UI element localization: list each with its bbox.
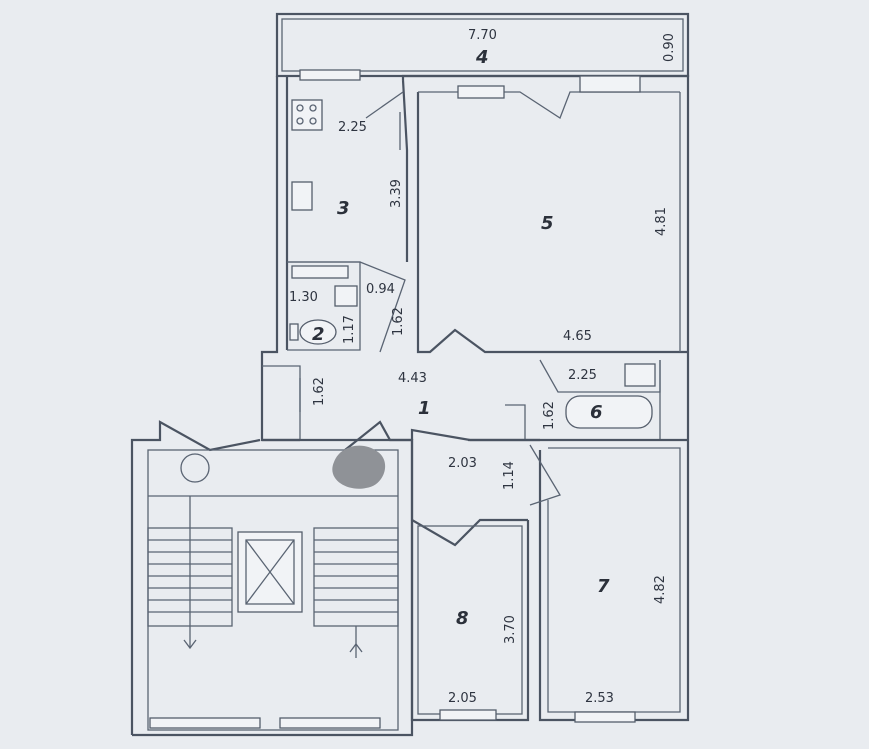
- room-number-7: 7: [597, 576, 610, 597]
- dim-kitchen-width: 2.25: [338, 120, 367, 135]
- dim-corridor-depth: 1.14: [502, 461, 517, 490]
- toilet-icon: [299, 319, 337, 345]
- bathtub-icon: [565, 395, 653, 429]
- stairs-right: [313, 527, 399, 658]
- stairwell: [130, 420, 414, 737]
- dim-balcony-width: 0.90: [662, 33, 677, 62]
- dim-hall-vertical-b: 1.62: [312, 377, 327, 406]
- dim-room8-length: 3.70: [503, 615, 518, 644]
- dim-bath-width: 2.25: [568, 368, 597, 383]
- dim-kitchen-length: 3.39: [389, 179, 404, 208]
- dim-wc-depth: 1.17: [342, 315, 357, 344]
- room-number-2: 2: [312, 324, 325, 345]
- stove-icon: [291, 99, 323, 131]
- room-5: [401, 74, 690, 440]
- dim-wc-width: 1.30: [289, 290, 318, 305]
- dim-hall-length: 4.43: [398, 371, 427, 386]
- dim-hall-vertical-a: 1.62: [391, 307, 406, 336]
- room-number-3: 3: [337, 198, 350, 219]
- room-number-1: 1: [418, 398, 431, 419]
- dim-room7-width: 2.53: [585, 691, 614, 706]
- dim-room5-width: 4.65: [563, 329, 592, 344]
- column-circle-icon: [180, 453, 210, 483]
- washbasin-icon: [334, 285, 358, 307]
- room-number-4: 4: [475, 47, 489, 68]
- dim-balcony-length: 7.70: [468, 28, 497, 43]
- dim-corridor-width: 2.03: [448, 456, 477, 471]
- room-number-5: 5: [541, 213, 554, 234]
- dim-room5-length: 4.81: [654, 207, 669, 236]
- wc-room-2: [287, 261, 406, 353]
- room-number-6: 6: [590, 402, 603, 423]
- dim-closet-small: 0.94: [366, 282, 395, 297]
- bathroom-room-6: [468, 359, 688, 442]
- smudge-mark: [332, 445, 386, 489]
- room-number-8: 8: [456, 608, 469, 629]
- room-7: [529, 440, 690, 723]
- bath-sink-icon: [624, 363, 656, 387]
- sink-icon: [291, 181, 313, 211]
- stairs-left: [147, 496, 233, 650]
- dim-room7-length: 4.82: [653, 575, 668, 604]
- dim-bath-depth: 1.62: [542, 401, 557, 430]
- elevator-icon: [237, 531, 303, 613]
- dim-room8-width: 2.05: [448, 691, 477, 706]
